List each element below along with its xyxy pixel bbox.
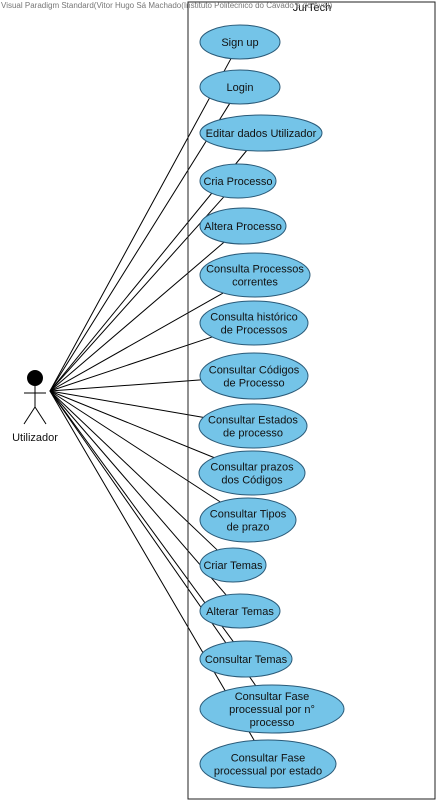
association-line-11 bbox=[49, 390, 221, 503]
use-case-label: Consultar Fase bbox=[231, 753, 306, 765]
use-case-ellipse[interactable] bbox=[199, 739, 337, 789]
association-line-4 bbox=[49, 196, 225, 392]
association-line-5 bbox=[49, 241, 225, 392]
use-case-label: Consultar Fase bbox=[235, 691, 310, 703]
use-case-14[interactable]: Consultar Temas bbox=[199, 640, 293, 678]
association-line-15 bbox=[49, 390, 257, 686]
use-case-ellipse[interactable] bbox=[199, 684, 345, 734]
association-line-6 bbox=[49, 292, 224, 392]
use-case-label: processual por n° bbox=[229, 704, 315, 716]
association-line-14 bbox=[49, 390, 234, 642]
association-lines bbox=[49, 58, 257, 741]
use-case-label: Criar Temas bbox=[203, 560, 263, 572]
use-case-label: Sign up bbox=[221, 37, 258, 49]
use-case-label: processual por estado bbox=[214, 766, 322, 778]
use-case-13[interactable]: Alterar Temas bbox=[199, 593, 281, 629]
use-case-label: Editar dados Utilizador bbox=[206, 128, 317, 140]
use-case-ellipse[interactable] bbox=[199, 114, 323, 152]
use-case-ellipse[interactable] bbox=[199, 352, 309, 400]
use-case-label: processo bbox=[250, 717, 295, 729]
use-case-ellipse[interactable] bbox=[199, 163, 277, 199]
use-case-label: Cria Processo bbox=[203, 176, 272, 188]
use-case-4[interactable]: Cria Processo bbox=[199, 163, 277, 199]
actor-head bbox=[27, 370, 43, 386]
association-line-10 bbox=[49, 390, 215, 459]
use-case-ellipse[interactable] bbox=[199, 547, 267, 583]
use-case-label: Consulta Processos bbox=[206, 264, 304, 276]
use-case-1[interactable]: Sign up bbox=[199, 24, 281, 60]
use-case-label: de Processos bbox=[221, 325, 288, 337]
use-case-12[interactable]: Criar Temas bbox=[199, 547, 267, 583]
use-case-2[interactable]: Login bbox=[199, 69, 281, 105]
association-line-2 bbox=[49, 103, 231, 392]
association-line-1 bbox=[49, 58, 232, 392]
use-case-ellipse[interactable] bbox=[199, 640, 293, 678]
system-title: JurTech bbox=[293, 2, 332, 14]
use-case-5[interactable]: Altera Processo bbox=[199, 207, 287, 245]
actor-label: Utilizador bbox=[12, 432, 58, 444]
use-case-ellipse[interactable] bbox=[199, 497, 297, 543]
association-line-9 bbox=[49, 390, 204, 418]
use-case-label: Consultar Tipos bbox=[210, 509, 287, 521]
association-line-13 bbox=[49, 390, 227, 596]
actor-left-leg bbox=[23, 406, 36, 425]
watermark-text: Visual Paradigm Standard(Vitor Hugo Sá M… bbox=[1, 1, 333, 10]
use-case-label: Consultar Estados bbox=[208, 415, 298, 427]
actor-utilizador: Utilizador bbox=[12, 370, 58, 444]
use-case-label: Login bbox=[227, 82, 254, 94]
use-case-ellipse[interactable] bbox=[198, 450, 306, 496]
use-case-3[interactable]: Editar dados Utilizador bbox=[199, 114, 323, 152]
use-case-ellipse[interactable] bbox=[199, 69, 281, 105]
use-case-ellipse[interactable] bbox=[199, 300, 309, 346]
association-line-16 bbox=[49, 390, 255, 741]
association-line-7 bbox=[49, 336, 213, 392]
use-case-label: Consultar Temas bbox=[205, 654, 288, 666]
association-line-8 bbox=[49, 379, 201, 392]
use-case-label: de prazo bbox=[227, 522, 270, 534]
actor-right-leg bbox=[34, 406, 47, 425]
association-line-12 bbox=[49, 390, 218, 551]
use-case-label: de processo bbox=[223, 428, 283, 440]
use-case-label: de Processo bbox=[223, 378, 284, 390]
use-case-label: correntes bbox=[232, 277, 278, 289]
use-case-label: Consultar prazos bbox=[210, 462, 294, 474]
use-case-label: Altera Processo bbox=[204, 221, 282, 233]
system-boundary bbox=[187, 1, 436, 800]
use-case-ellipse[interactable] bbox=[199, 207, 287, 245]
use-case-ellipse[interactable] bbox=[199, 24, 281, 60]
use-case-label: Consultar Códigos bbox=[209, 365, 300, 377]
use-case-label: Alterar Temas bbox=[206, 606, 274, 618]
use-case-label: Consulta histórico bbox=[210, 312, 297, 324]
use-case-ellipse[interactable] bbox=[199, 252, 311, 298]
use-case-ellipse[interactable] bbox=[198, 403, 308, 449]
use-case-label: dos Códigos bbox=[221, 475, 283, 487]
use-case-ellipse[interactable] bbox=[199, 593, 281, 629]
